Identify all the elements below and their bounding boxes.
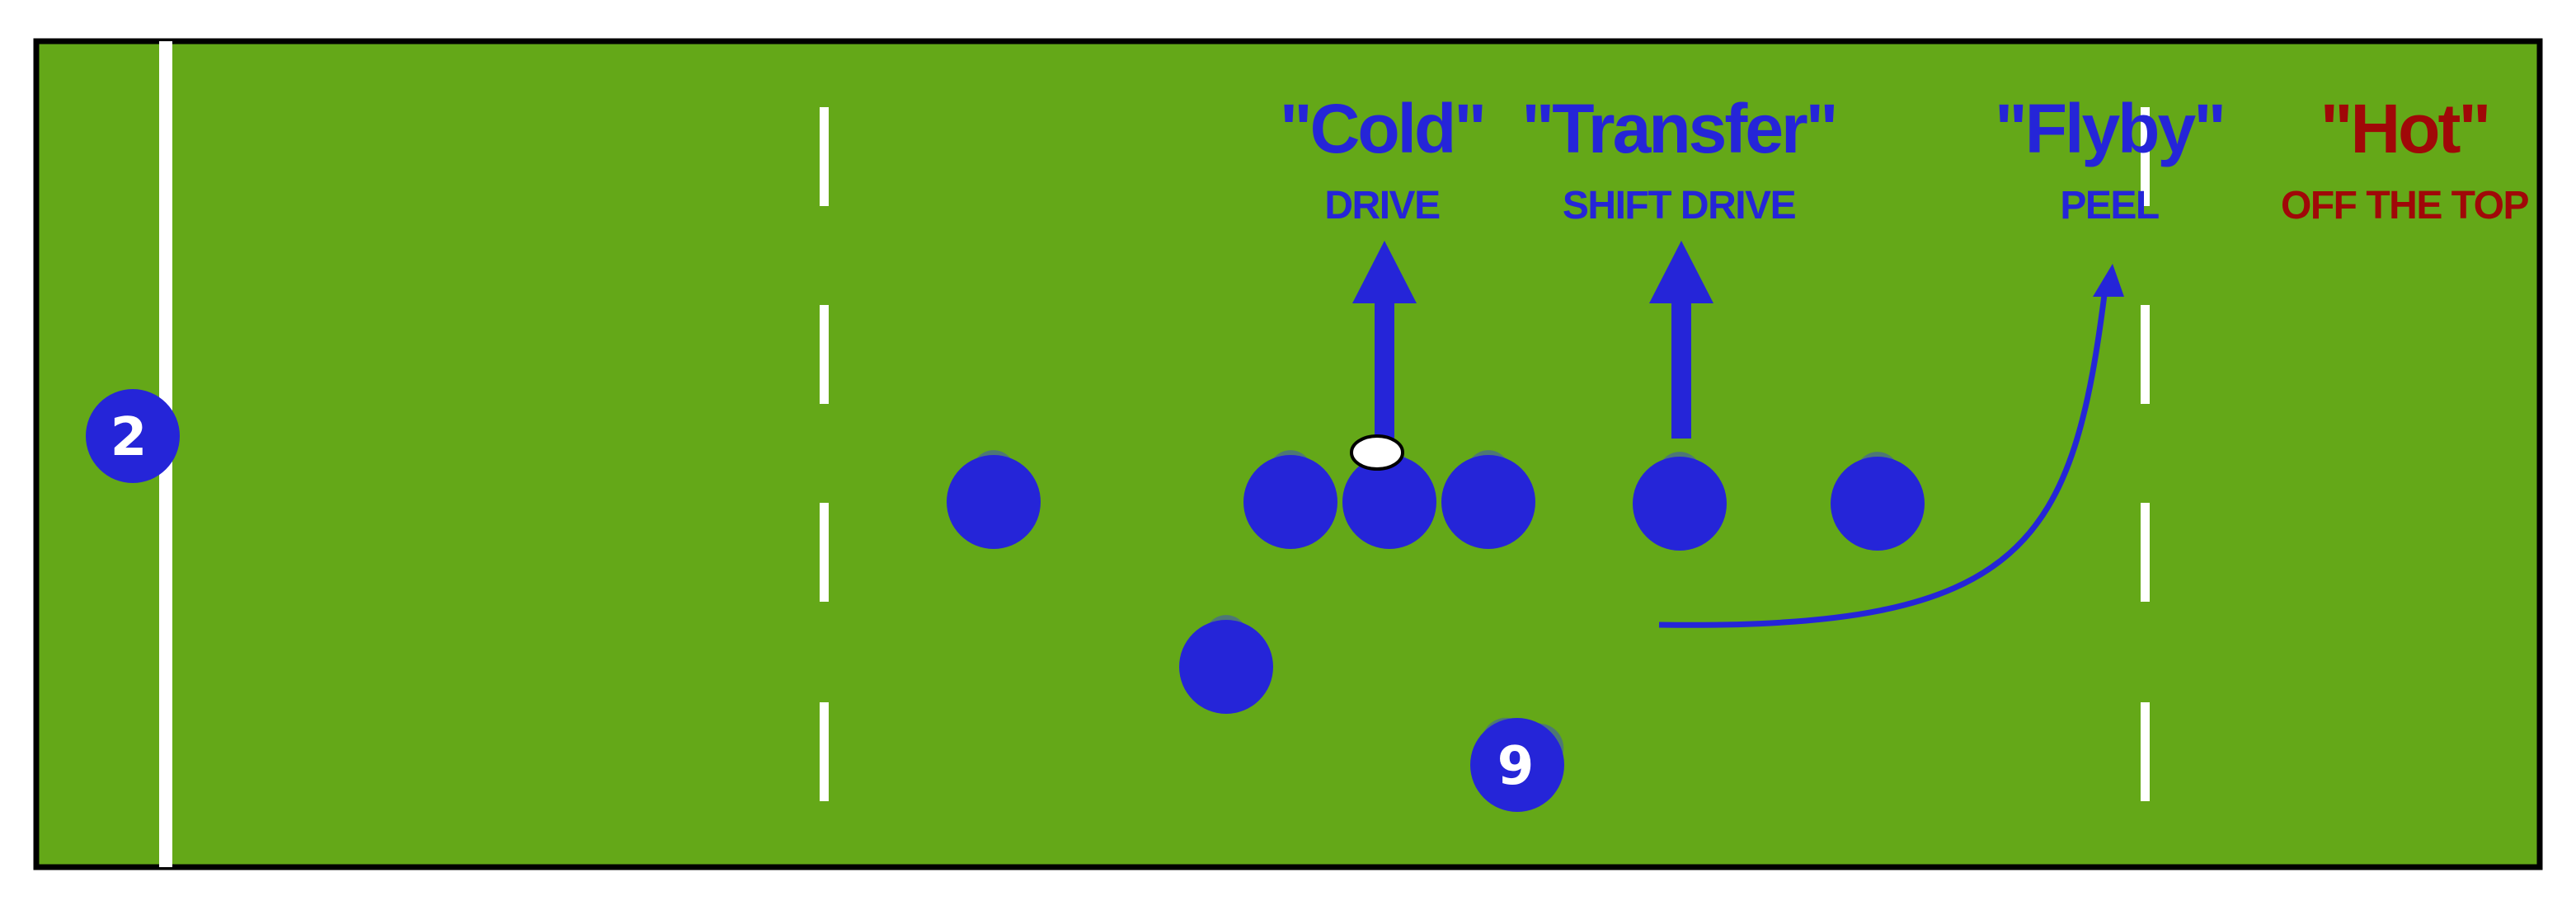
player-9-label: 9 — [1497, 736, 1535, 797]
drive-arrow-icon — [1649, 241, 1713, 439]
player-2: 2 — [86, 389, 180, 483]
call-transfer-name: "Transfer" — [1521, 90, 1836, 167]
hash-line-right — [2141, 107, 2150, 801]
player-9: 9 — [1470, 718, 1564, 812]
call-cold-name: "Cold" — [1280, 90, 1484, 167]
call-flyby-sub: PEEL — [2060, 184, 2159, 228]
call-cold-sub: DRIVE — [1324, 184, 1440, 228]
player-center — [1342, 455, 1436, 549]
football-icon — [1350, 434, 1404, 471]
player-2-label: 2 — [110, 407, 148, 468]
player-right-tackle — [1633, 457, 1727, 551]
player-left-tackle — [947, 455, 1041, 549]
peel-route-icon — [1658, 264, 2124, 628]
player-tight-end — [1831, 457, 1925, 551]
player-right-guard — [1441, 455, 1535, 549]
call-hot-sub: OFF THE TOP — [2281, 184, 2528, 228]
call-flyby: "Flyby" PEEL — [1995, 90, 2226, 228]
call-transfer-sub: SHIFT DRIVE — [1563, 184, 1796, 228]
call-cold: "Cold" DRIVE — [1280, 90, 1487, 228]
call-hot: "Hot" OFF THE TOP — [2281, 90, 2530, 228]
call-transfer: "Transfer" SHIFT DRIVE — [1521, 90, 1838, 228]
drive-arrow-icon — [1352, 241, 1417, 439]
call-flyby-name: "Flyby" — [1995, 90, 2224, 167]
player-left-guard — [1243, 455, 1337, 549]
hash-line-left — [820, 107, 829, 801]
player-back — [1179, 620, 1273, 714]
call-hot-name: "Hot" — [2320, 90, 2489, 167]
